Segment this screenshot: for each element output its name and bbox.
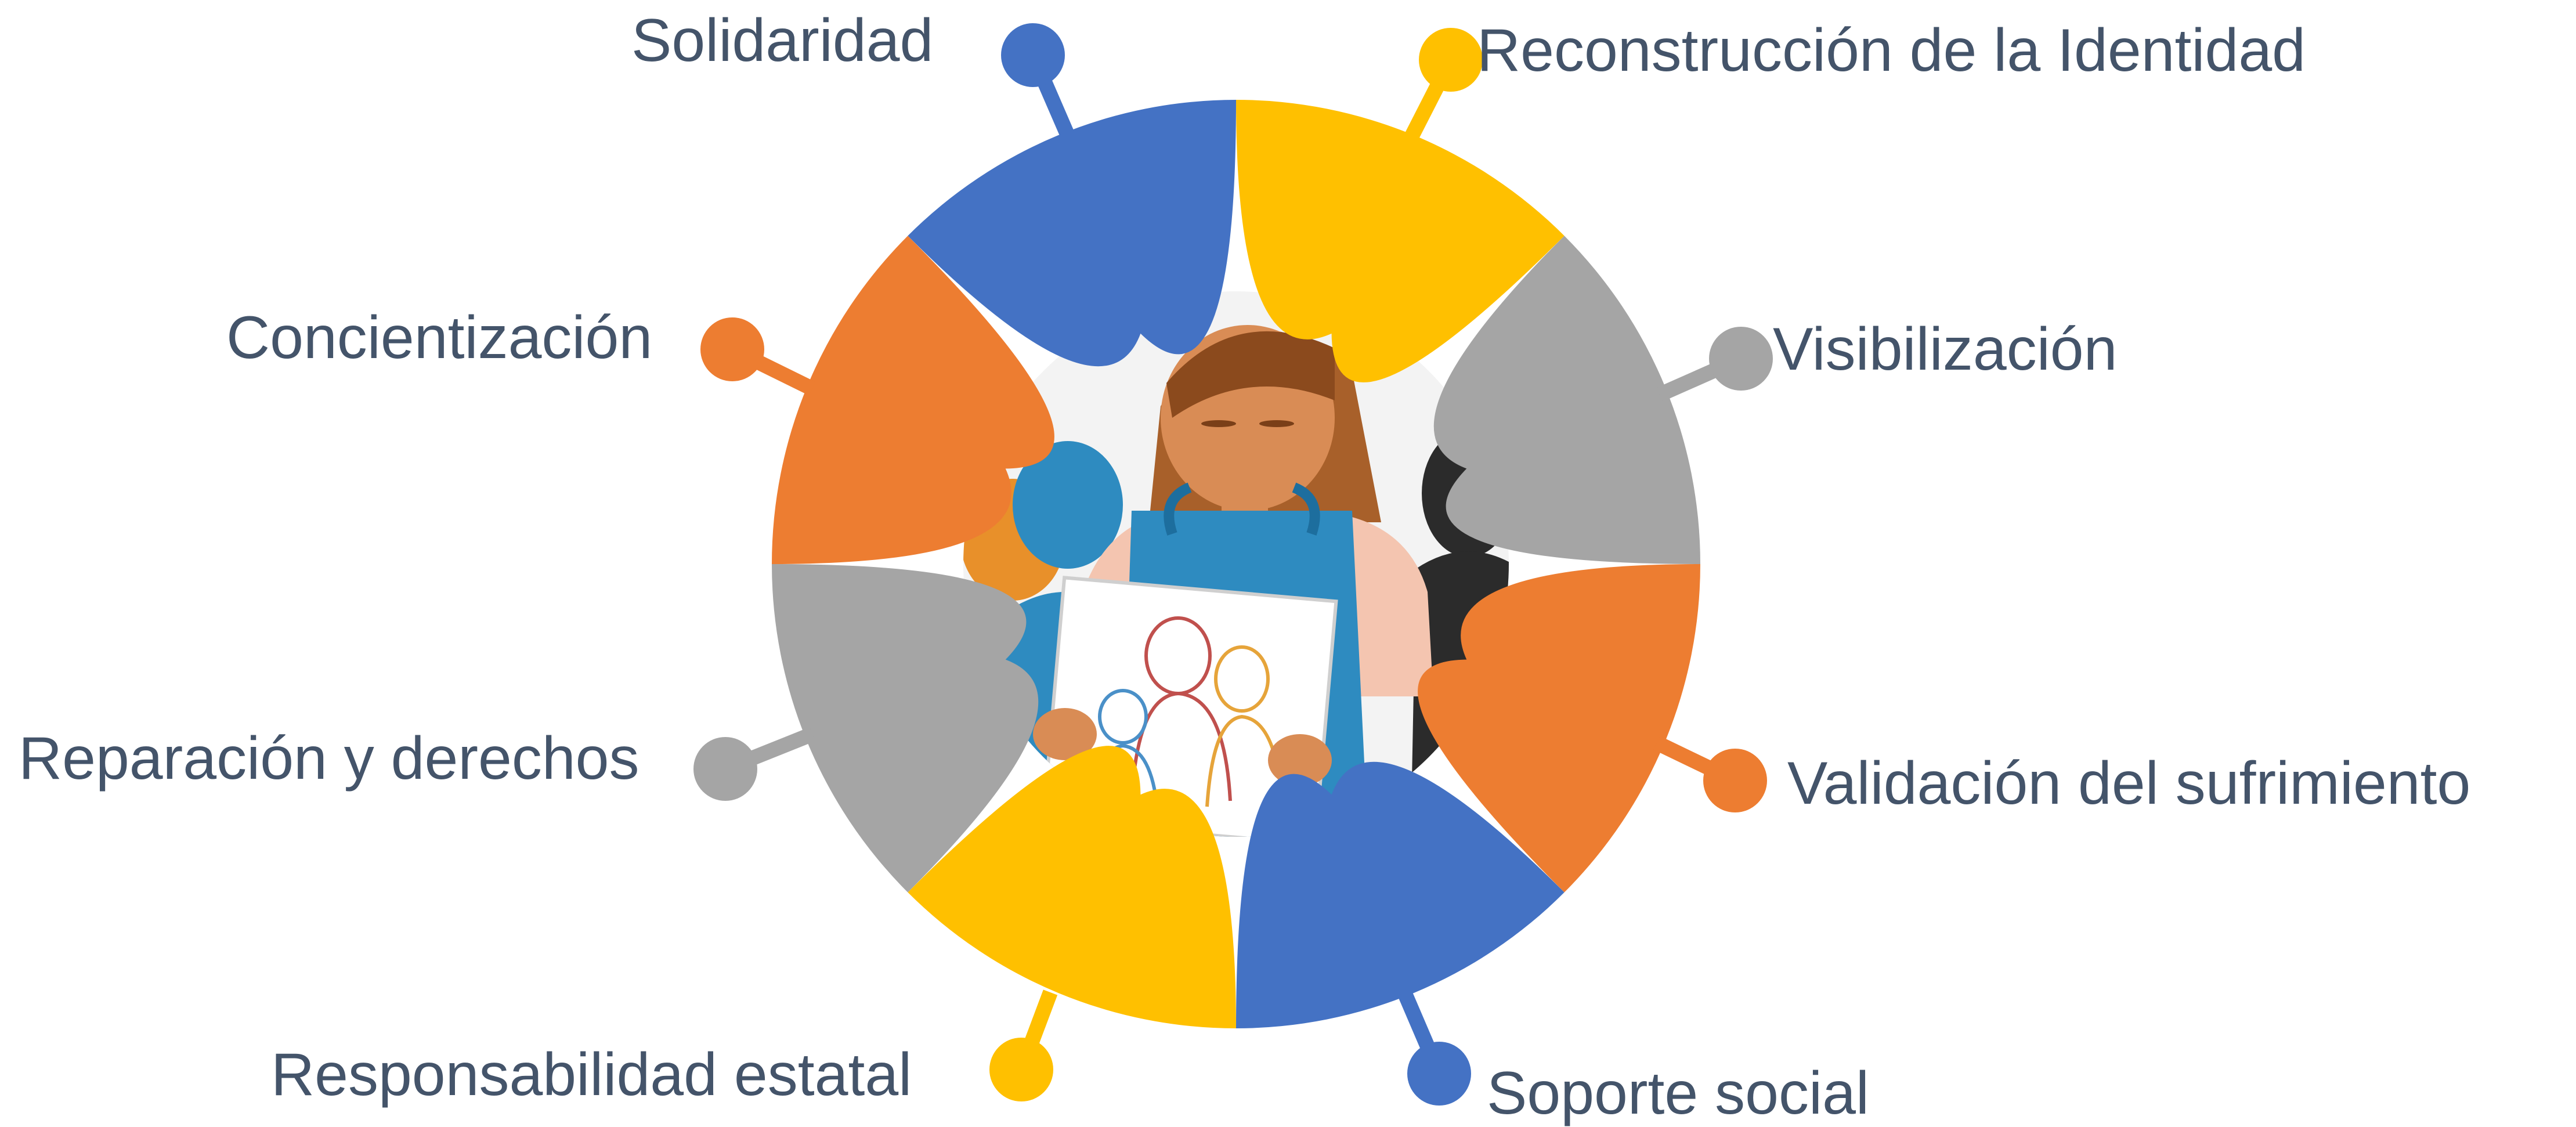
connector-dot-responsabilidad-estatal (989, 1038, 1053, 1101)
petal-solidaridad (908, 100, 1236, 367)
label-visibilizacion: Visibilización (1773, 316, 2118, 383)
wheel-petals (772, 100, 1700, 1028)
petal-soporte-social (1236, 761, 1565, 1028)
label-validacion-sufrimiento: Validación del sufrimiento (1787, 750, 2471, 817)
petal-reparacion-derechos (772, 564, 1039, 893)
connector-lines (693, 23, 1773, 1106)
connector-dot-visibilizacion (1709, 327, 1773, 391)
connector-dot-validacion-sufrimiento (1703, 749, 1767, 812)
label-responsabilidad-estatal: Responsabilidad estatal (271, 1041, 912, 1108)
connector-dot-reparacion-derechos (693, 737, 757, 801)
connector-dot-concientizacion (700, 317, 764, 381)
petal-visibilizacion (1433, 236, 1700, 564)
petal-concientizacion (772, 236, 1054, 564)
connector-dot-soporte-social (1407, 1042, 1471, 1106)
label-reparacion-derechos: Reparación y derechos (19, 725, 640, 792)
label-solidaridad: Solidaridad (631, 7, 934, 74)
connector-dot-solidaridad (1001, 23, 1065, 87)
label-concientizacion: Concientización (226, 304, 653, 371)
label-soporte-social: Soporte social (1487, 1060, 1870, 1127)
connector-dot-reconstruccion-identidad (1419, 28, 1483, 92)
label-reconstruccion-identidad: Reconstrucción de la Identidad (1477, 17, 2306, 84)
petal-responsabilidad-estatal (908, 746, 1236, 1028)
central-illustration (963, 291, 1509, 837)
petal-validacion-sufrimiento (1418, 564, 1700, 893)
petal-reconstruccion-identidad (1236, 100, 1565, 382)
